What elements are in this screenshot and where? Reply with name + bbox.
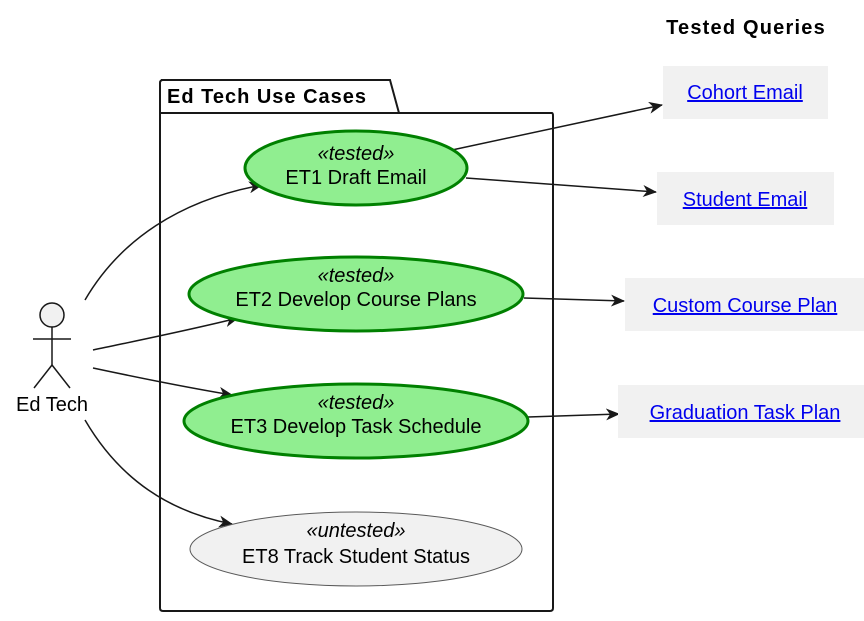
link-et2-course bbox=[523, 294, 625, 307]
use-case-stereotype: «tested» bbox=[318, 392, 395, 414]
use-case-label: ET2 Develop Course Plans bbox=[235, 289, 476, 311]
use-case-stereotype: «untested» bbox=[307, 520, 406, 542]
use-case-stereotype: «tested» bbox=[318, 143, 395, 165]
use-case-label: ET8 Track Student Status bbox=[242, 546, 470, 568]
assoc-et8 bbox=[84, 419, 233, 528]
query-links bbox=[451, 101, 663, 421]
use-case-stereotype: «tested» bbox=[318, 265, 395, 287]
use-case-et8[interactable]: «untested» ET8 Track Student Status bbox=[189, 511, 523, 587]
query-link[interactable]: Graduation Task Plan bbox=[650, 402, 841, 424]
use-case-label: ET1 Draft Email bbox=[285, 167, 426, 189]
package-title: Ed Tech Use Cases bbox=[167, 86, 367, 108]
query-student-email[interactable]: Student Email bbox=[657, 172, 834, 225]
query-link[interactable]: Custom Course Plan bbox=[653, 295, 838, 317]
link-et1-student bbox=[465, 177, 657, 198]
use-case-label: ET3 Develop Task Schedule bbox=[231, 416, 482, 438]
actor-associations bbox=[84, 181, 263, 528]
assoc-et2 bbox=[92, 315, 239, 351]
assoc-et1 bbox=[84, 181, 263, 301]
use-case-et1[interactable]: «tested» ET1 Draft Email bbox=[243, 129, 469, 207]
assoc-et3 bbox=[92, 367, 233, 399]
link-et3-graduation bbox=[527, 408, 620, 421]
use-case-et2[interactable]: «tested» ET2 Develop Course Plans bbox=[187, 255, 525, 333]
query-link[interactable]: Student Email bbox=[683, 189, 808, 211]
link-et1-cohort bbox=[451, 101, 663, 151]
tested-queries-title: Tested Queries bbox=[666, 17, 826, 39]
use-case-et3[interactable]: «tested» ET3 Develop Task Schedule bbox=[182, 382, 530, 460]
actor-label: Ed Tech bbox=[16, 394, 88, 416]
actor-head bbox=[39, 302, 65, 328]
query-link[interactable]: Cohort Email bbox=[687, 82, 803, 104]
query-graduation-task-plan[interactable]: Graduation Task Plan bbox=[618, 385, 864, 438]
package-ed-tech-use-cases: Ed Tech Use Cases bbox=[159, 79, 554, 612]
query-cohort-email[interactable]: Cohort Email bbox=[663, 66, 828, 119]
query-custom-course-plan[interactable]: Custom Course Plan bbox=[625, 278, 864, 331]
actor-ed-tech[interactable]: Ed Tech bbox=[16, 302, 88, 416]
